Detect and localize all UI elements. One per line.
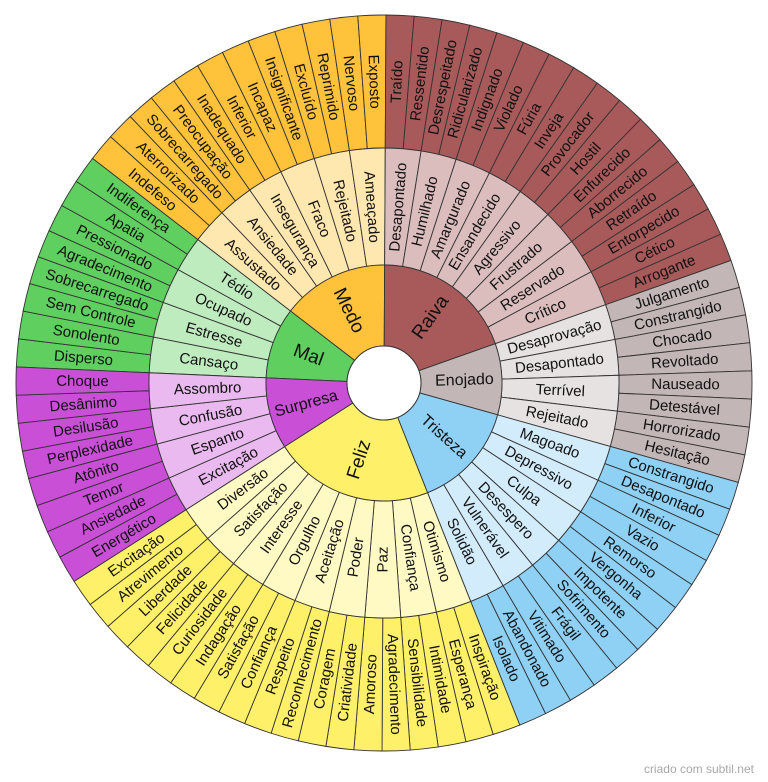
leaf-label-revoltado: Revoltado — [650, 351, 719, 373]
mid-label-ameacado: Ameaçado — [360, 171, 382, 244]
leaf-label-amoroso: Amoroso — [361, 654, 381, 715]
middle-emotion-ring: CansaçoEstresseOcupadoTédioAssustadoAnsi… — [148, 147, 620, 619]
mid-label-paz: Paz — [374, 547, 391, 573]
mid-label-terrivel: Terrível — [535, 381, 585, 400]
core-label-enojado: Enojado — [435, 371, 494, 390]
mid-label-assombro: Assombro — [174, 379, 242, 398]
mid-label-cansaco: Cansaço — [178, 350, 239, 374]
mid-label-poder: Poder — [345, 536, 368, 578]
leaf-label-disperso: Disperso — [53, 347, 113, 369]
leaf-label-nauseado: Nauseado — [651, 376, 719, 393]
leaf-label-detestavel: Detestável — [648, 396, 720, 419]
leaf-label-traido: Traído — [388, 60, 407, 103]
credit-text: criado com subtil.net — [643, 762, 754, 776]
center-hole — [346, 345, 422, 421]
leaf-label-nervoso: Nervoso — [340, 55, 363, 112]
leaf-label-desanimo: Desânimo — [49, 394, 118, 416]
leaf-label-choque: Choque — [56, 373, 109, 390]
leaf-label-agradecimento: Agradecimento — [384, 634, 404, 735]
leaf-label-exposto: Exposto — [365, 54, 384, 109]
